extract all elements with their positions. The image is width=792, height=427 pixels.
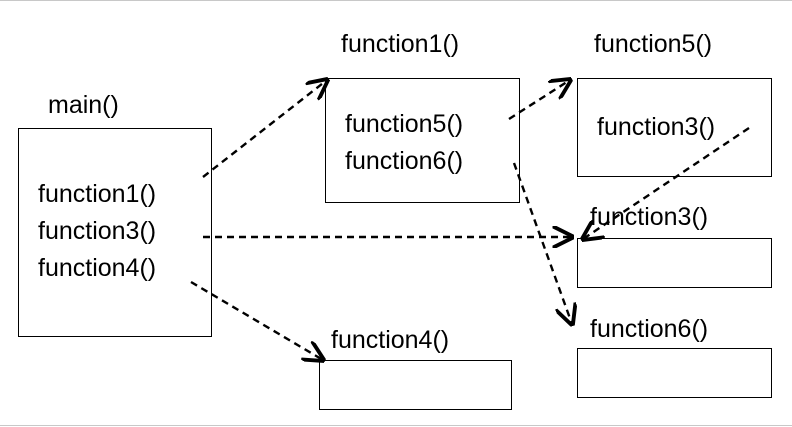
main-call-function3: function3() bbox=[38, 217, 157, 245]
function5-call-function3: function3() bbox=[597, 113, 716, 141]
arrow-function1-to-function6 bbox=[512, 162, 572, 324]
function5-box: function3() bbox=[577, 78, 772, 177]
function1-title: function1() bbox=[341, 30, 460, 58]
function1-box: function5() function6() bbox=[325, 78, 520, 203]
main-call-function4: function4() bbox=[38, 254, 157, 282]
main-box: function1() function3() function4() bbox=[18, 128, 212, 337]
function1-call-function5: function5() bbox=[345, 110, 464, 138]
function1-call-function6: function6() bbox=[345, 147, 464, 175]
function4-title: function4() bbox=[331, 326, 450, 354]
function5-title: function5() bbox=[594, 30, 713, 58]
function3-box bbox=[577, 238, 772, 288]
function4-box bbox=[319, 360, 512, 410]
function6-box bbox=[577, 348, 772, 398]
arrow-main-to-function1 bbox=[202, 80, 327, 178]
main-call-function1: function1() bbox=[38, 180, 157, 208]
main-title: main() bbox=[48, 91, 119, 119]
function3-title: function3() bbox=[590, 203, 709, 231]
function6-title: function6() bbox=[590, 315, 709, 343]
